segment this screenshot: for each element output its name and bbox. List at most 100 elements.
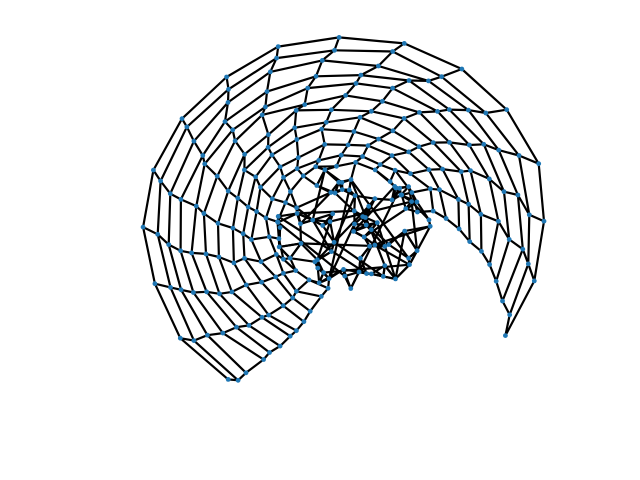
graph-node bbox=[292, 125, 298, 131]
graph-node bbox=[189, 250, 195, 256]
graph-edge bbox=[195, 162, 206, 208]
graph-node bbox=[360, 154, 365, 159]
graph-edge bbox=[458, 227, 471, 243]
graph-node bbox=[479, 248, 484, 254]
graph-edge bbox=[377, 50, 394, 68]
graph-edge bbox=[264, 216, 271, 238]
graph-node bbox=[287, 333, 293, 339]
graph-node bbox=[426, 78, 431, 84]
graph-node bbox=[406, 255, 411, 261]
graph-edge bbox=[333, 49, 394, 53]
graph-edge bbox=[192, 291, 224, 335]
graph-node bbox=[377, 162, 383, 168]
graph-node bbox=[319, 58, 325, 63]
graph-node bbox=[466, 107, 471, 113]
graph-node bbox=[501, 189, 507, 195]
graph-edge bbox=[488, 177, 500, 223]
graph-node bbox=[232, 138, 238, 144]
graph-node bbox=[386, 242, 392, 248]
graph-edge bbox=[153, 282, 182, 340]
graph-node bbox=[184, 124, 190, 130]
graph-edge bbox=[234, 113, 264, 142]
graph-edge bbox=[517, 154, 540, 165]
graph-edge bbox=[303, 86, 309, 106]
graph-edge bbox=[457, 198, 461, 230]
graph-edge bbox=[484, 108, 508, 115]
graph-node bbox=[306, 277, 312, 283]
graph-node bbox=[437, 187, 442, 193]
graph-node bbox=[226, 86, 231, 92]
graph-edge bbox=[379, 154, 394, 166]
graph-node bbox=[368, 227, 374, 233]
graph-edge bbox=[269, 56, 278, 74]
graph-edge bbox=[218, 292, 251, 327]
graph-edge bbox=[505, 108, 540, 165]
graph-edge bbox=[275, 253, 285, 275]
graph-node bbox=[280, 303, 286, 309]
graph-node bbox=[225, 188, 231, 194]
graph-edge bbox=[295, 290, 323, 298]
graph-edge bbox=[403, 42, 463, 71]
graph-node bbox=[327, 219, 333, 225]
graph-edge bbox=[381, 87, 394, 103]
graph-edge bbox=[179, 337, 230, 381]
graph-node bbox=[191, 138, 197, 144]
graph-edge bbox=[291, 296, 312, 313]
graph-node bbox=[246, 323, 252, 328]
graph-edge bbox=[387, 243, 410, 260]
graph-edge bbox=[527, 213, 531, 265]
graph-edge bbox=[202, 175, 219, 215]
graph-node bbox=[235, 377, 241, 383]
graph-edge bbox=[260, 316, 292, 338]
graph-node bbox=[376, 136, 381, 142]
graph-edge bbox=[349, 161, 357, 181]
graph-node bbox=[341, 267, 346, 272]
graph-edge bbox=[488, 263, 498, 283]
graph-node bbox=[500, 298, 505, 304]
graph-edge bbox=[347, 130, 356, 146]
graph-node bbox=[392, 167, 398, 173]
graph-node bbox=[224, 74, 230, 80]
graph-node bbox=[336, 179, 342, 185]
graph-node bbox=[313, 164, 319, 170]
graph-edge bbox=[373, 197, 394, 201]
graph-edge bbox=[216, 189, 230, 225]
graph-edge bbox=[244, 358, 265, 374]
graph-edge bbox=[247, 316, 264, 327]
graph-node bbox=[277, 225, 283, 230]
graph-edge bbox=[289, 174, 305, 193]
graph-node bbox=[269, 196, 275, 202]
graph-node bbox=[261, 357, 266, 362]
graph-node bbox=[467, 239, 473, 245]
graph-edge bbox=[153, 282, 172, 289]
graph-edge bbox=[227, 153, 246, 193]
graph-edge bbox=[321, 224, 336, 244]
graph-node bbox=[288, 189, 293, 194]
graph-edge bbox=[270, 153, 282, 168]
graph-node bbox=[409, 190, 415, 195]
graph-nodes bbox=[140, 35, 547, 383]
graph-edge bbox=[159, 125, 188, 183]
graph-node bbox=[356, 269, 362, 275]
graph-edge bbox=[354, 82, 394, 90]
graph-edge bbox=[407, 79, 451, 111]
graph-edge bbox=[259, 165, 282, 189]
graph-edge bbox=[482, 143, 500, 152]
graph-node bbox=[334, 163, 339, 169]
graph-edge bbox=[381, 100, 421, 114]
graph-edge bbox=[479, 213, 500, 223]
graph-edge bbox=[243, 257, 263, 263]
graph-edge bbox=[296, 212, 314, 222]
graph-edge bbox=[320, 128, 356, 133]
graph-edge bbox=[223, 101, 230, 123]
graph-node bbox=[331, 239, 337, 245]
graph-edge bbox=[232, 261, 248, 286]
graph-node bbox=[427, 223, 433, 229]
graph-node bbox=[313, 73, 319, 79]
graph-edge bbox=[267, 304, 285, 317]
graph-node bbox=[293, 268, 299, 273]
graph-edge bbox=[394, 169, 412, 175]
graph-node bbox=[446, 107, 452, 112]
graph-edge bbox=[467, 108, 500, 152]
graph-edge bbox=[377, 138, 410, 153]
